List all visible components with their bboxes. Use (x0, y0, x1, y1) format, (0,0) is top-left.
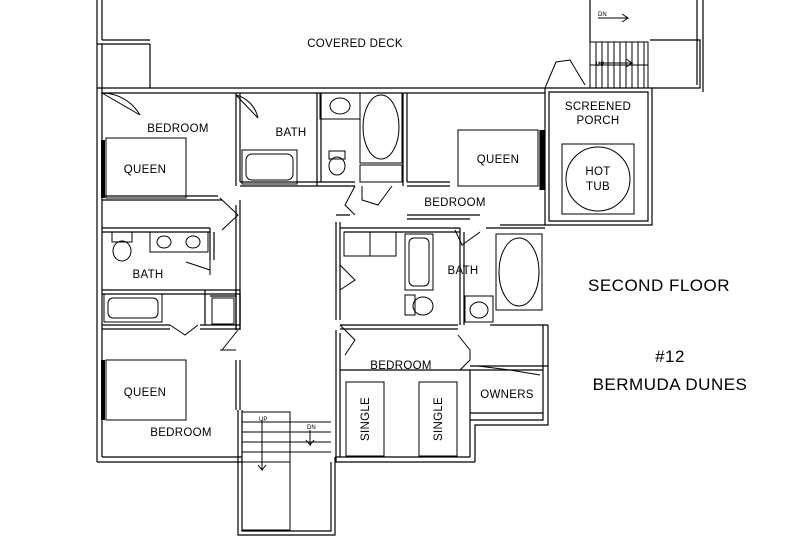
screened-porch-label-line2: PORCH (576, 115, 619, 127)
hot-tub-label-line1: HOT (585, 166, 610, 178)
stair-up-lower-mark: UP (259, 417, 267, 423)
stair-up-upper-mark: UP (596, 62, 604, 68)
walls (96, 0, 704, 536)
bedroom-ne-label: BEDROOM (424, 197, 486, 209)
bath-north-label: BATH (275, 127, 306, 139)
bedroom-nw-label: BEDROOM (147, 123, 209, 135)
stairs-lower (241, 411, 331, 531)
queen-bed-ne-label: QUEEN (477, 154, 519, 166)
fixtures (103, 92, 635, 457)
owners-closet-label: OWNERS (480, 389, 534, 401)
bath-east-label: BATH (447, 265, 478, 277)
doors (101, 59, 586, 376)
property-name: BERMUDA DUNES (593, 375, 748, 394)
stairs-upper (589, 13, 649, 89)
covered-deck-label: COVERED DECK (307, 38, 403, 50)
single-bed-2-label: SINGLE (433, 397, 445, 441)
bedroom-south-label: BEDROOM (370, 360, 432, 372)
floor-title: SECOND FLOOR (588, 276, 730, 295)
hot-tub-label-line2: TUB (586, 181, 610, 193)
windows (101, 130, 544, 420)
queen-bed-nw-label: QUEEN (124, 164, 166, 176)
stair-dn-lower-mark: DN (307, 425, 316, 431)
queen-bed-sw-label: QUEEN (124, 387, 166, 399)
single-bed-1-label: SINGLE (360, 397, 372, 441)
stair-dn-upper-mark: DN (598, 12, 607, 18)
screened-porch-label-line1: SCREENED (565, 101, 631, 113)
bedroom-sw-label: BEDROOM (150, 427, 212, 439)
bath-west-label: BATH (132, 269, 163, 281)
unit-number: #12 (655, 347, 685, 366)
